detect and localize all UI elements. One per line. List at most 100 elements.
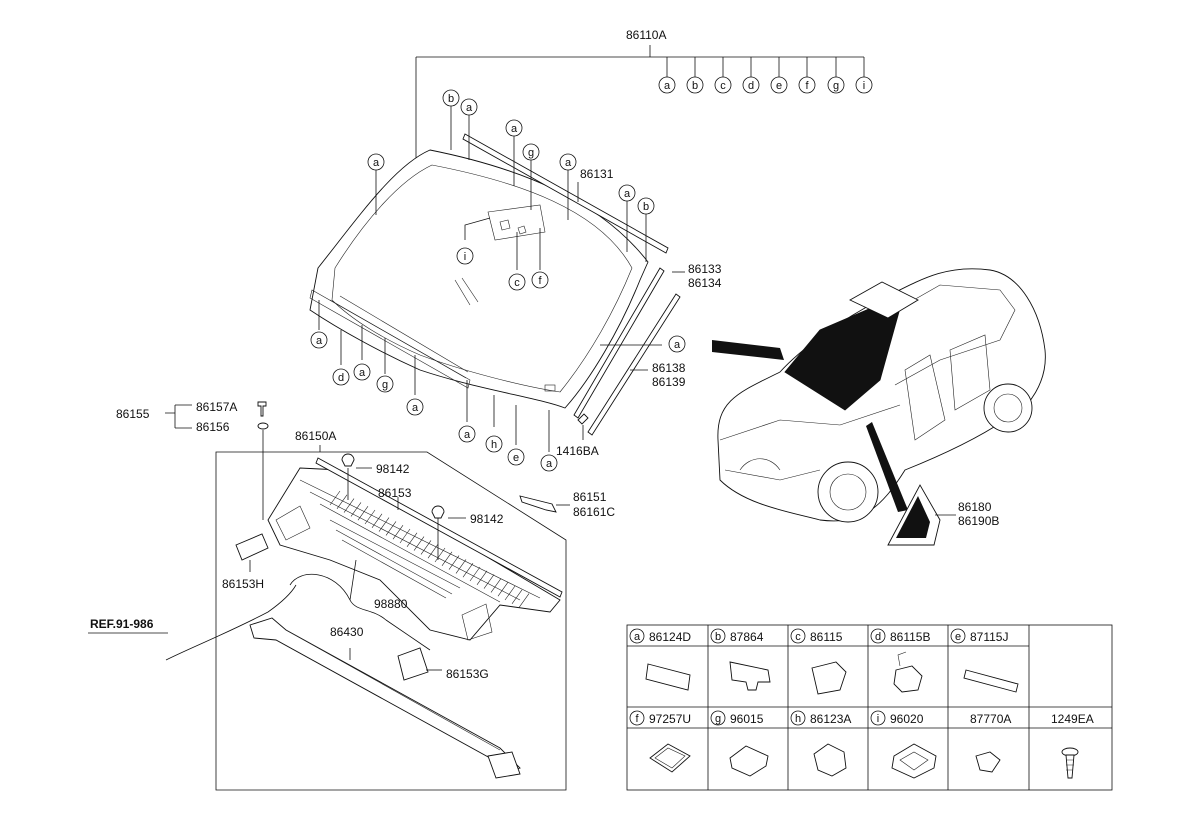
callout-a7: a xyxy=(406,398,424,416)
ref-91-986-label: REF.91-986 xyxy=(90,617,154,631)
callout-a3: a xyxy=(559,153,577,171)
side-moulding-86138: 86138 86139 xyxy=(587,293,686,436)
callout-a5-letter: a xyxy=(316,335,323,347)
callout-a_left: a xyxy=(367,153,385,171)
callout-top-g-letter: g xyxy=(833,80,839,92)
label-86190B: 86190B xyxy=(958,514,999,528)
callout-c1-letter: c xyxy=(514,277,520,289)
legend-cell-r1-3-part-number: 86115B xyxy=(890,630,930,644)
callout-a6: a xyxy=(353,363,371,381)
windshield-glass xyxy=(309,149,649,409)
legend-cell-r1-3-callout-letter: d xyxy=(875,631,881,643)
callout-top-f-letter: f xyxy=(805,80,809,92)
callout-a6-letter: a xyxy=(359,367,366,379)
callout-a10-letter: a xyxy=(674,339,681,351)
callout-d1-letter: d xyxy=(338,372,344,384)
vehicle-illustration: 86180 86190B xyxy=(712,268,1046,546)
fastener-group-86155: 86155 86157A 86156 xyxy=(116,400,269,520)
callout-f1: f xyxy=(531,271,549,289)
callout-top-b: b xyxy=(686,76,704,94)
callout-top-c-letter: c xyxy=(720,80,726,92)
label-86180: 86180 xyxy=(958,500,992,514)
callout-b1: b xyxy=(442,89,460,107)
ref-86110A-label: 86110A xyxy=(626,28,666,42)
callout-a10: a xyxy=(668,335,686,353)
callout-a4: a xyxy=(618,184,636,202)
callout-top-g: g xyxy=(827,76,845,94)
label-98142-a: 98142 xyxy=(376,462,410,476)
legend-cell-r1-4-callout: e xyxy=(950,628,966,644)
callout-g1-letter: g xyxy=(528,147,534,159)
legend-cell-r1-4-callout-letter: e xyxy=(955,631,961,643)
callout-top-d: d xyxy=(742,76,760,94)
callout-i1-letter: i xyxy=(464,251,466,263)
callout-top-a: a xyxy=(658,76,676,94)
callout-a_left-letter: a xyxy=(373,157,380,169)
label-86134: 86134 xyxy=(688,276,722,290)
callout-h1-letter: h xyxy=(491,439,497,451)
label-86131: 86131 xyxy=(580,167,614,181)
label-86139: 86139 xyxy=(652,375,686,389)
cowl-panel-group: 86150A 86153 98142 98142 86153H 98880 xyxy=(215,429,567,791)
callout-e1-letter: e xyxy=(513,452,519,464)
label-98880: 98880 xyxy=(374,597,408,611)
callout-c1: c xyxy=(508,273,526,291)
label-86157A: 86157A xyxy=(196,400,237,414)
side-moulding-86133: 86133 86134 xyxy=(573,262,722,419)
callout-top-e: e xyxy=(770,76,788,94)
callout-a9-letter: a xyxy=(546,458,553,470)
callout-g2: g xyxy=(376,375,394,393)
callout-top-e-letter: e xyxy=(776,80,782,92)
callout-a2: a xyxy=(505,119,523,137)
callout-e1: e xyxy=(507,448,525,466)
callout-g1: g xyxy=(522,143,540,161)
label-1416BA: 1416BA xyxy=(556,444,599,458)
callout-i1: i xyxy=(456,247,474,265)
legend-cell-r1-0-callout: a xyxy=(629,628,645,644)
legend-cell-r1-2-callout-letter: c xyxy=(795,631,801,643)
label-86133: 86133 xyxy=(688,262,722,276)
legend-cell-r1-2-part-number: 86115 xyxy=(810,630,843,644)
callout-h1: h xyxy=(485,435,503,453)
legend-cell-r1-0-part-number: 86124D xyxy=(649,630,691,644)
callout-a5: a xyxy=(310,331,328,349)
legend-cell-r2-1-callout-letter: g xyxy=(715,713,721,725)
legend-cell-r2-1-part-number: 96015 xyxy=(730,712,764,726)
clip-1416BA: 1416BA xyxy=(556,413,599,458)
legend-cell-r2-0-part-number: 97257U xyxy=(649,712,691,726)
callout-a7-letter: a xyxy=(412,402,419,414)
callout-top-f: f xyxy=(798,76,816,94)
label-86430: 86430 xyxy=(330,625,364,639)
legend-cell-r2-3-callout-letter: i xyxy=(877,713,879,725)
callout-a2-letter: a xyxy=(511,123,518,135)
legend-cell-r2-4-part-number: 87770A xyxy=(970,712,1011,726)
legend-cell-r1-1-part-number: 87864 xyxy=(730,630,764,644)
callout-a1-letter: a xyxy=(466,102,473,114)
callout-top-i-letter: i xyxy=(863,80,865,92)
legend-cell-r2-2-callout-letter: h xyxy=(795,713,801,725)
callout-b2-letter: b xyxy=(643,201,649,213)
legend-cell-r1-2-callout: c xyxy=(790,628,806,644)
callout-a1: a xyxy=(460,98,478,116)
legend-cell-r1-1-callout: b xyxy=(710,628,726,644)
callout-a4-letter: a xyxy=(624,188,631,200)
callout-a8: a xyxy=(458,425,476,443)
ref-91-986: REF.91-986 xyxy=(88,584,297,661)
legend-cell-r2-3-callout: i xyxy=(870,710,886,726)
label-86161C: 86161C xyxy=(573,505,615,519)
label-86151: 86151 xyxy=(573,490,607,504)
callout-top-i: i xyxy=(855,76,873,94)
label-86138: 86138 xyxy=(652,361,686,375)
legend-cell-r2-3-part-number: 96020 xyxy=(890,712,924,726)
callout-a9: a xyxy=(540,454,558,472)
label-86153G: 86153G xyxy=(446,667,489,681)
legend-cell-r1-3-callout: d xyxy=(870,628,886,644)
legend-cell-r2-1-callout: g xyxy=(710,710,726,726)
callout-top-a-letter: a xyxy=(664,80,671,92)
callout-g2-letter: g xyxy=(382,379,388,391)
